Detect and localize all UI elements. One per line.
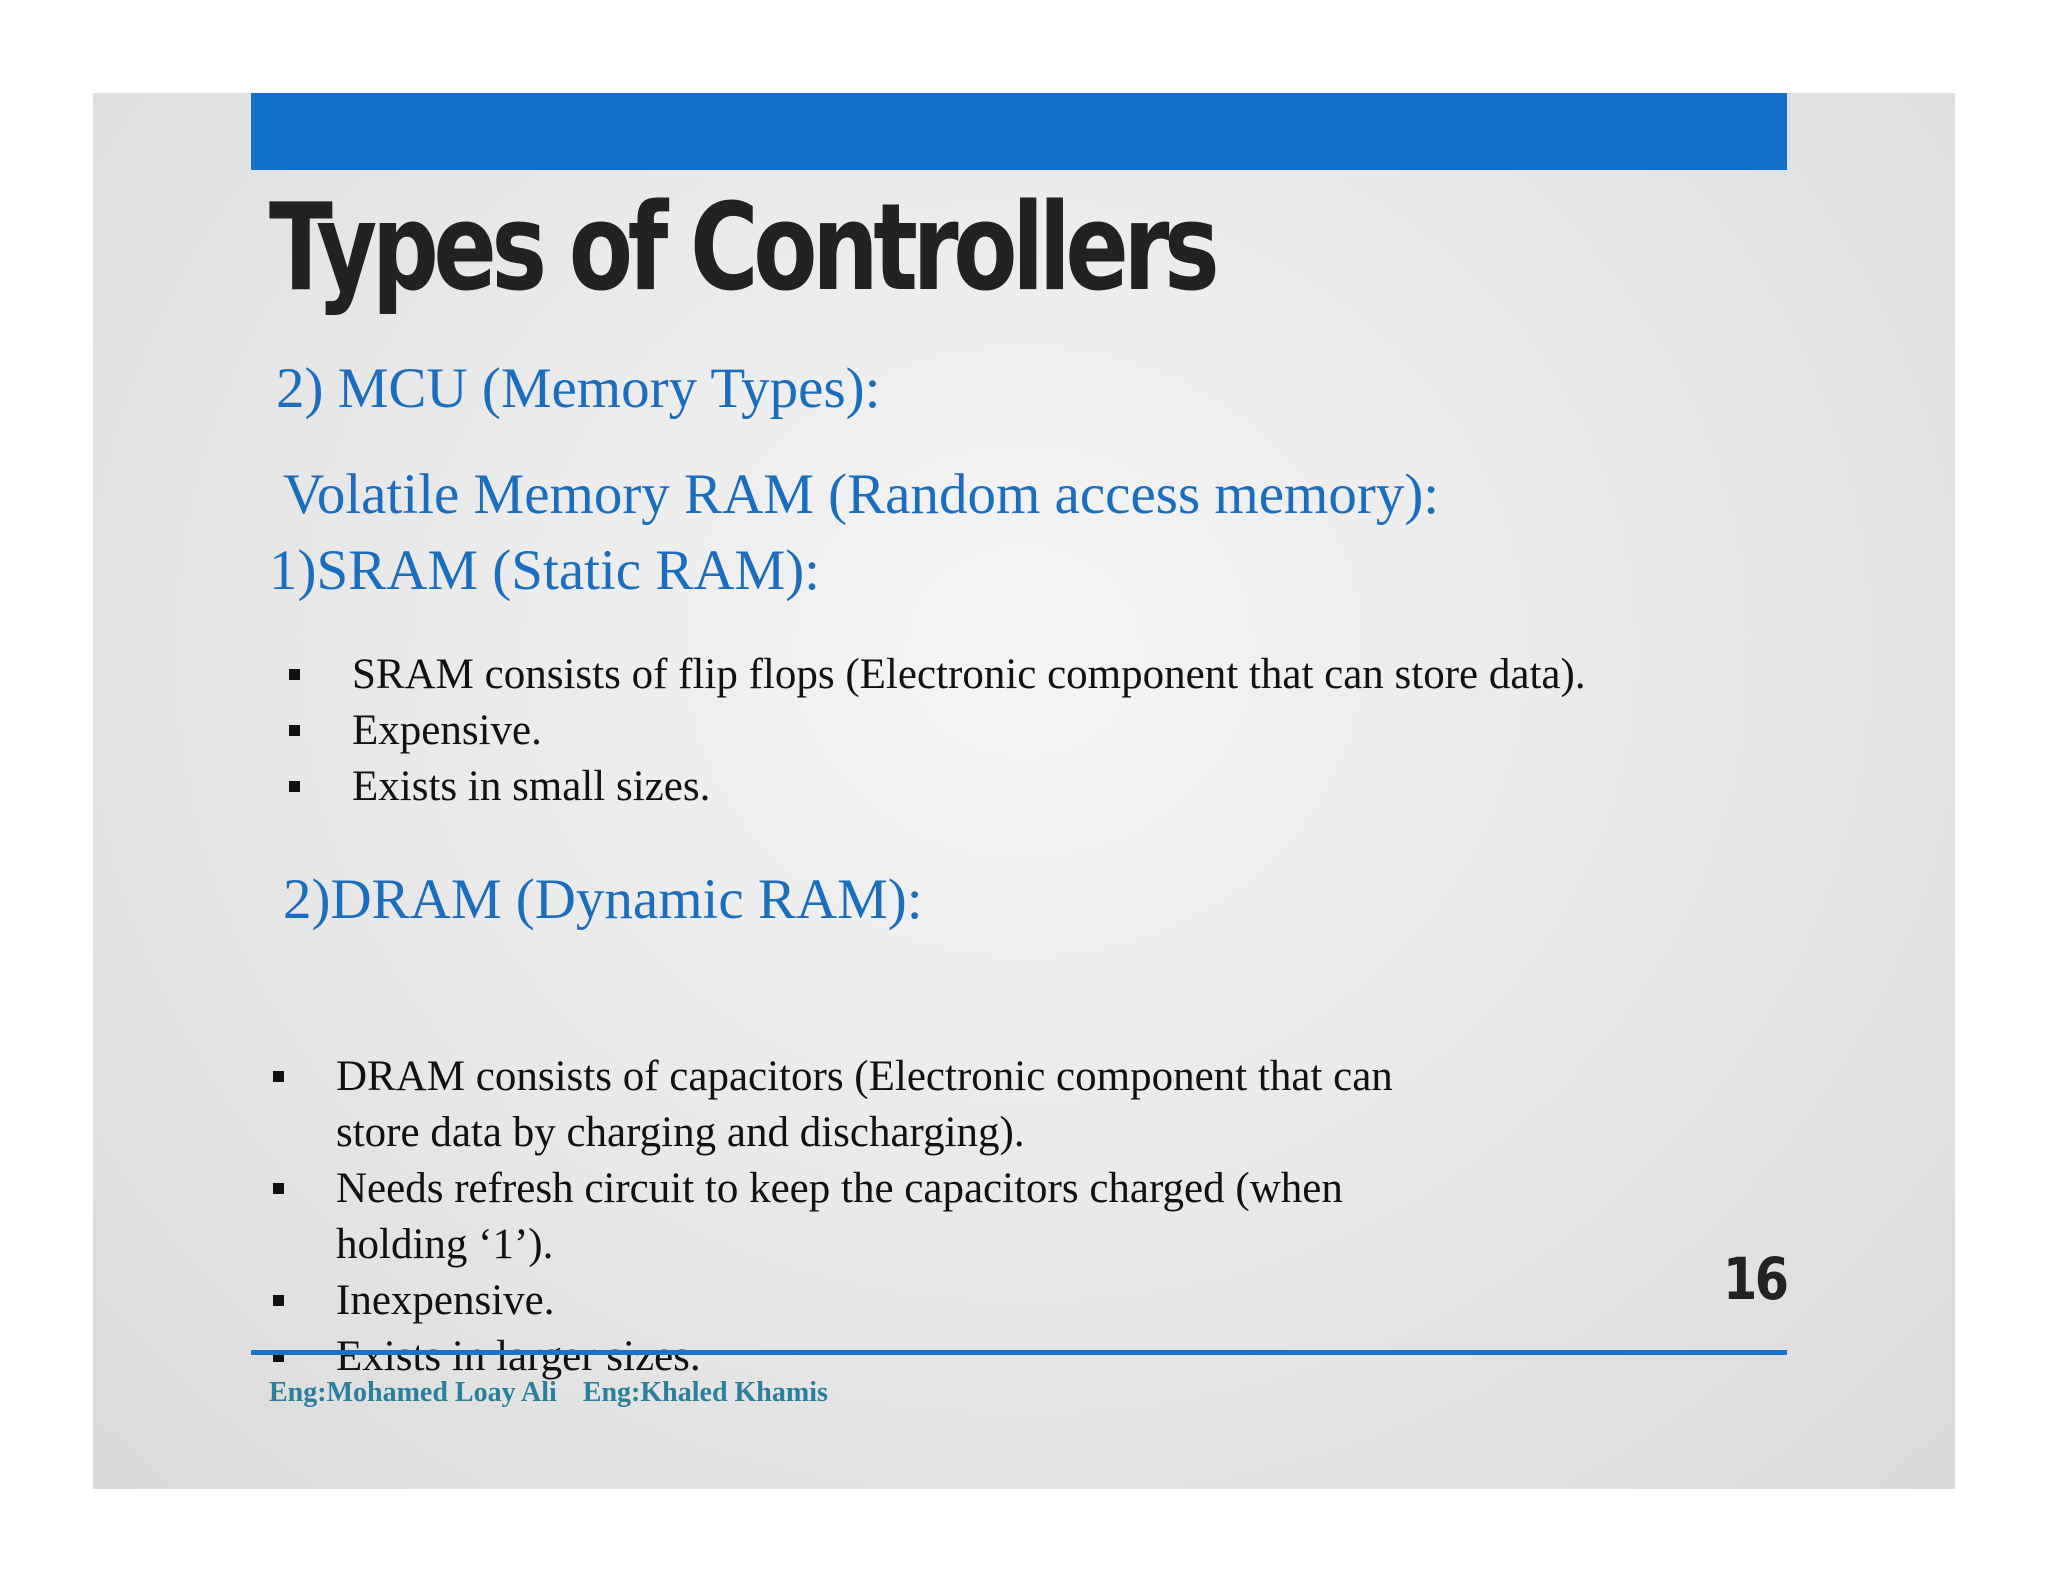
heading-dram: 2)DRAM (Dynamic RAM): [283, 868, 923, 931]
list-item: Needs refresh circuit to keep the capaci… [273, 1161, 1573, 1273]
list-item: Exists in larger sizes. [273, 1329, 1573, 1385]
footer-divider [251, 1350, 1787, 1355]
square-bullet-icon [289, 781, 300, 792]
page-number: 16 [1723, 1245, 1789, 1313]
bullet-text-continued: store data by charging and discharging). [336, 1109, 1025, 1156]
square-bullet-icon [289, 725, 300, 736]
bullet-text: SRAM consists of flip flops (Electronic … [352, 651, 1586, 698]
heading-mcu-memory-types: 2) MCU (Memory Types): [276, 357, 881, 420]
bullet-text: Exists in larger sizes. [336, 1333, 701, 1380]
slide: Types of Controllers 2) MCU (Memory Type… [93, 93, 1955, 1489]
footer-author-1: Eng:Mohamed Loay Ali [269, 1377, 557, 1408]
bullet-text: Needs refresh circuit to keep the capaci… [336, 1165, 1343, 1212]
square-bullet-icon [273, 1351, 284, 1362]
bullet-text-continued: holding ‘1’). [336, 1221, 554, 1268]
list-item: Expensive. [289, 703, 1789, 759]
sram-bullet-list: SRAM consists of flip flops (Electronic … [289, 647, 1789, 815]
list-item: DRAM consists of capacitors (Electronic … [273, 1049, 1573, 1161]
list-item: SRAM consists of flip flops (Electronic … [289, 647, 1789, 703]
dram-bullet-list: DRAM consists of capacitors (Electronic … [273, 1049, 1573, 1385]
bullet-text: Inexpensive. [336, 1277, 555, 1324]
square-bullet-icon [273, 1071, 284, 1082]
list-item: Exists in small sizes. [289, 759, 1789, 815]
heading-volatile-memory: Volatile Memory RAM (Random access memor… [283, 463, 1440, 526]
square-bullet-icon [289, 669, 300, 680]
footer-authors: Eng:Mohamed Loay Ali Eng:Khaled Khamis [269, 1377, 828, 1409]
footer-author-2: Eng:Khaled Khamis [582, 1377, 828, 1408]
slide-title: Types of Controllers [269, 179, 1220, 318]
square-bullet-icon [273, 1295, 284, 1306]
heading-sram: 1)SRAM (Static RAM): [269, 539, 821, 602]
top-accent-bar [251, 93, 1787, 170]
square-bullet-icon [273, 1183, 284, 1194]
list-item: Inexpensive. [273, 1273, 1573, 1329]
bullet-text: Expensive. [352, 707, 542, 754]
bullet-text: Exists in small sizes. [352, 763, 711, 810]
bullet-text: DRAM consists of capacitors (Electronic … [336, 1053, 1393, 1100]
